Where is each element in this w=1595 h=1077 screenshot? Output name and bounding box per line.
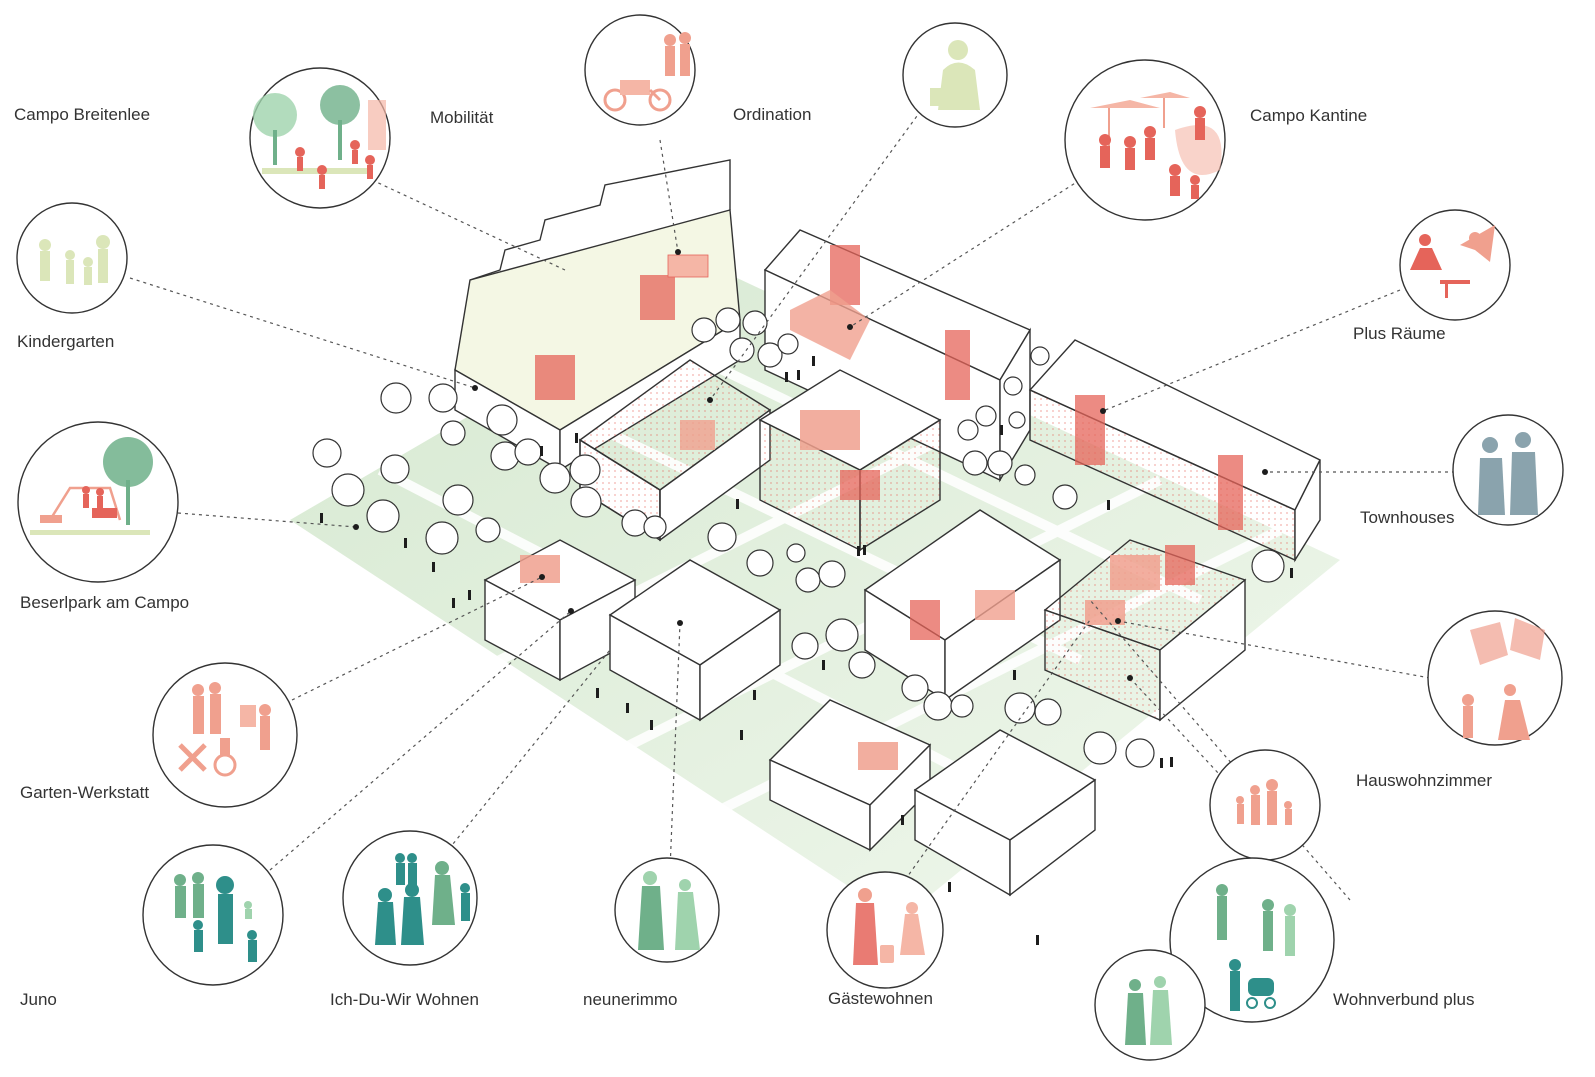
label-neunerimmo: neunerimmo xyxy=(583,990,678,1009)
label-ordination: Ordination xyxy=(733,105,812,124)
family-small-icon xyxy=(1236,779,1292,825)
workshop-people-icon xyxy=(178,682,271,777)
traveler-luggage-icon xyxy=(853,888,925,965)
vignette-juno xyxy=(142,844,284,986)
playground-icon xyxy=(30,437,153,535)
vignette-mobilitaet xyxy=(249,67,391,209)
family-stroller-icon xyxy=(1216,884,1296,1011)
label-juno: Juno xyxy=(20,990,57,1009)
label-ich-du-wir: Ich-Du-Wir Wohnen xyxy=(330,990,479,1009)
vignette-gaestewohnen xyxy=(826,871,944,989)
children-playing-icon xyxy=(39,235,110,285)
yoga-people-icon xyxy=(1410,225,1495,298)
vignette-townhouses xyxy=(1452,414,1564,526)
vignette-family-small xyxy=(1209,749,1321,861)
park-people-icon xyxy=(253,85,386,189)
label-garten-werkstatt: Garten-Werkstatt xyxy=(20,783,150,802)
building-gaestewohnen xyxy=(768,699,932,852)
doctor-person-icon xyxy=(930,40,980,110)
building-garten-werkstatt xyxy=(483,539,637,682)
vignette-beserlpark xyxy=(17,421,179,583)
label-kindergarten: Kindergarten xyxy=(17,332,115,351)
label-gaestewohnen: Gästewohnen xyxy=(828,989,933,1008)
label-wohnverbund-plus: Wohnverbund plus xyxy=(1333,990,1475,1009)
connector-dots xyxy=(353,249,1268,681)
vignette-campo-kantine xyxy=(1064,59,1226,221)
sofa-people-icon xyxy=(1462,618,1545,740)
building-kantine xyxy=(763,229,1032,483)
connector-lines xyxy=(129,104,1455,901)
trees xyxy=(312,307,1285,768)
vignette-neunerimmo xyxy=(614,857,720,963)
label-mobilitaet: Mobilität xyxy=(430,108,494,127)
vignette-garten-werkstatt xyxy=(152,662,298,808)
site-people xyxy=(320,356,1293,945)
label-campo-kantine: Campo Kantine xyxy=(1250,106,1368,125)
buildings xyxy=(454,159,1321,897)
building-hauswohnzimmer xyxy=(863,509,1062,702)
vignette-wohnverbund-plus xyxy=(1169,857,1335,1023)
women-pair-icon xyxy=(1125,976,1172,1045)
vignette-ich-du-wir xyxy=(342,830,478,966)
doctor-person-icon xyxy=(664,32,691,76)
family-icon xyxy=(174,872,257,962)
building-right-block xyxy=(1043,539,1247,722)
group-people-icon xyxy=(375,853,470,945)
cafe-umbrellas-icon xyxy=(1090,92,1222,199)
couple-icon xyxy=(1478,432,1538,515)
vignette-women xyxy=(1094,949,1206,1061)
vignette-kindergarten xyxy=(16,202,128,314)
vignette-plus-raeume xyxy=(1399,209,1511,321)
vignette-top-circle xyxy=(902,22,1008,128)
vignette-ordination xyxy=(584,14,696,126)
label-beserlpark: Beserlpark am Campo xyxy=(20,593,190,612)
bike-people-icon xyxy=(603,80,672,112)
building-townhouses xyxy=(1028,339,1321,563)
label-townhouses: Townhouses xyxy=(1360,508,1455,527)
building-bottom-right xyxy=(913,729,1097,897)
walking-people-icon xyxy=(638,871,700,950)
label-campo-breitenlee: Campo Breitenlee xyxy=(14,105,151,124)
building-courtyard xyxy=(758,369,942,552)
vignette-hauswohnzimmer xyxy=(1427,610,1563,746)
label-plus-raeume: Plus Räume xyxy=(1353,324,1446,343)
label-hauswohnzimmer: Hauswohnzimmer xyxy=(1356,771,1493,790)
